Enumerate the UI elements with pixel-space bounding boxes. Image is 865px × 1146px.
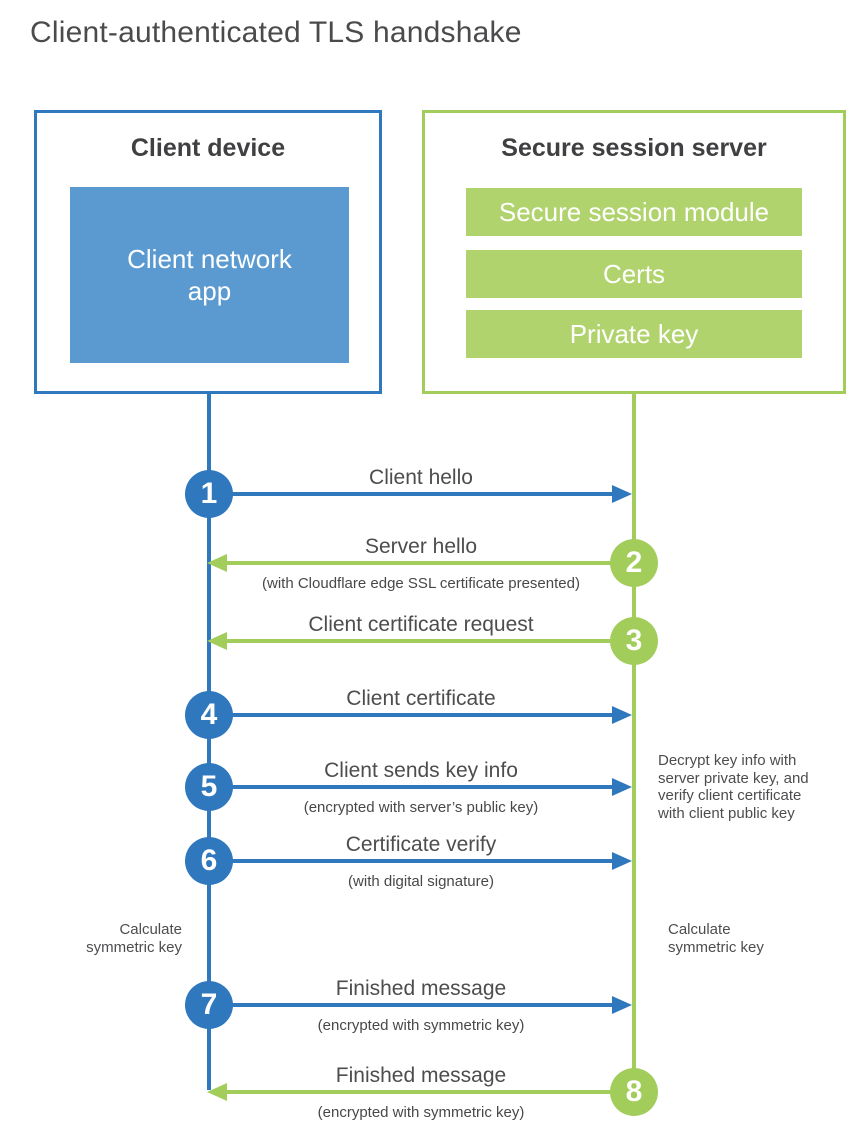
step-4-circle: 4: [185, 691, 233, 739]
client-device-title: Client device: [130, 134, 286, 162]
step-7-circle: 7: [185, 981, 233, 1029]
step-2-sublabel: (with Cloudflare edge SSL certificate pr…: [262, 575, 580, 592]
secure-session-module-bar: Secure session module: [466, 188, 802, 236]
step-7-number: 7: [200, 988, 218, 1021]
step-1-label: Client hello: [369, 466, 473, 489]
step-2-circle: 2: [610, 539, 658, 587]
page-title: Client-authenticated TLS handshake: [30, 16, 522, 49]
client-network-app-box: Client network app: [70, 187, 349, 363]
annotation-server-calculate-symmetric-key: Calculate symmetric key: [668, 921, 764, 956]
server-lifeline: [632, 394, 636, 1094]
step-1-arrowhead: [612, 485, 632, 503]
step-6-arrow: [209, 859, 616, 863]
step-6-sublabel: (with digital signature): [348, 873, 494, 890]
step-3-arrowhead: [207, 632, 227, 650]
step-1-circle: 1: [185, 470, 233, 518]
annotation-client-calculate-symmetric-key: Calculate symmetric key: [86, 921, 182, 956]
step-2-arrow: [227, 561, 634, 565]
step-8-sublabel: (encrypted with symmetric key): [317, 1104, 525, 1121]
step-4-arrowhead: [612, 706, 632, 724]
step-3-label: Client certificate request: [308, 613, 534, 636]
certs-bar: Certs: [466, 250, 802, 298]
client-lifeline: [207, 394, 211, 1090]
step-3-number: 3: [625, 624, 643, 657]
step-7-arrow: [209, 1003, 616, 1007]
step-6-number: 6: [200, 844, 218, 877]
step-5-arrowhead: [612, 778, 632, 796]
step-8-arrowhead: [207, 1083, 227, 1101]
step-5-number: 5: [200, 770, 218, 803]
step-7-sublabel: (encrypted with symmetric key): [317, 1017, 525, 1034]
step-7-label: Finished message: [335, 977, 507, 1000]
annotation-server-decrypt-key-info: Decrypt key info with server private key…: [658, 752, 809, 822]
step-3-arrow: [227, 639, 634, 643]
client-network-app-label: Client network app: [127, 244, 292, 306]
step-1-number: 1: [200, 477, 218, 510]
step-2-number: 2: [625, 546, 643, 579]
step-2-arrowhead: [207, 554, 227, 572]
step-1-arrow: [209, 492, 616, 496]
private-key-bar: Private key: [466, 310, 802, 358]
step-5-circle: 5: [185, 763, 233, 811]
secure-session-server-box: Secure session server Secure session mod…: [422, 110, 846, 394]
step-5-arrow: [209, 785, 616, 789]
secure-session-server-title: Secure session server: [501, 134, 767, 162]
step-7-arrowhead: [612, 996, 632, 1014]
step-5-sublabel: (encrypted with server’s public key): [303, 799, 539, 816]
step-4-label: Client certificate: [346, 687, 496, 710]
step-2-label: Server hello: [364, 535, 478, 558]
step-8-number: 8: [625, 1075, 643, 1108]
step-4-number: 4: [200, 698, 218, 731]
step-8-label: Finished message: [335, 1064, 507, 1087]
client-device-box: Client device Client network app: [34, 110, 382, 394]
step-6-circle: 6: [185, 837, 233, 885]
step-6-arrowhead: [612, 852, 632, 870]
step-6-label: Certificate verify: [345, 833, 497, 856]
step-3-circle: 3: [610, 617, 658, 665]
step-5-label: Client sends key info: [324, 759, 518, 782]
step-8-circle: 8: [610, 1068, 658, 1116]
step-8-arrow: [227, 1090, 634, 1094]
step-4-arrow: [209, 713, 616, 717]
